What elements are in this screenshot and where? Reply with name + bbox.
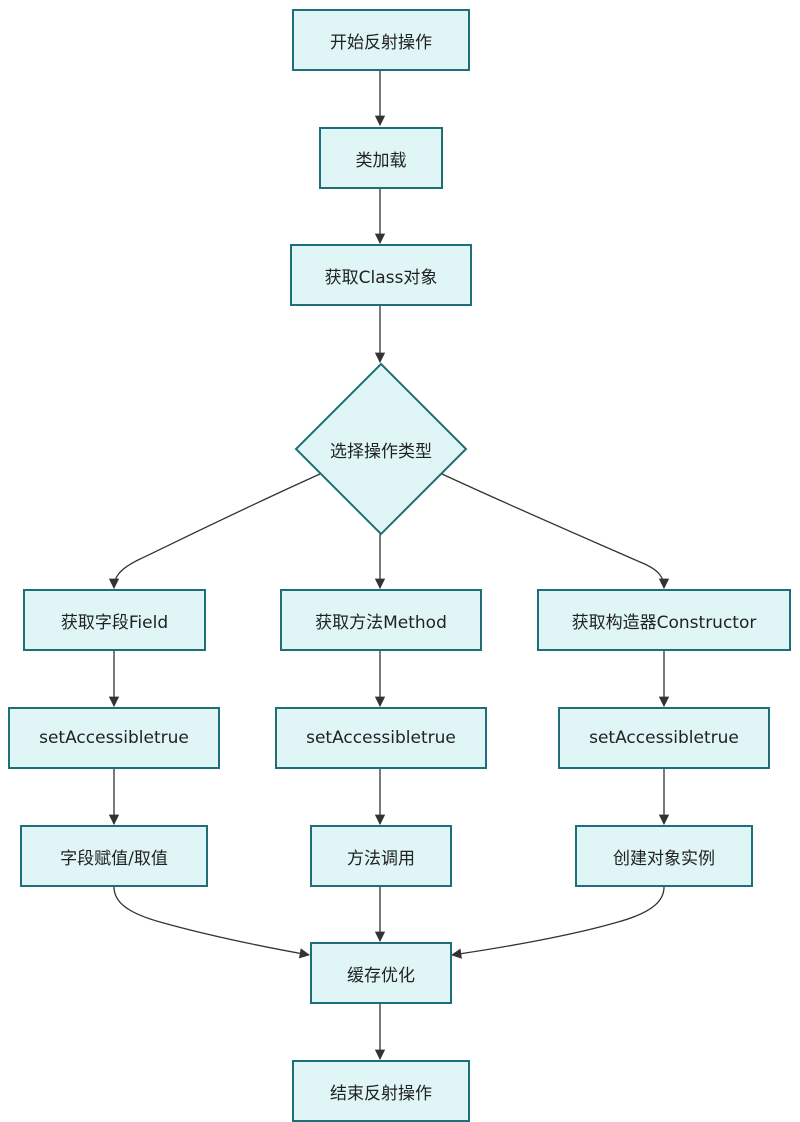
method-invoke-node: 方法调用 xyxy=(310,825,452,887)
edge-fieldaccess-to-cache xyxy=(113,886,311,959)
class-load-node: 类加载 xyxy=(319,127,443,189)
set-accessible-constructor-node: setAccessibletrue xyxy=(558,707,770,769)
set-accessible-method-node: setAccessibletrue xyxy=(275,707,487,769)
edge-decision-to-field xyxy=(108,473,321,590)
field-access-node: 字段赋值/取值 xyxy=(20,825,208,887)
end-node: 结束反射操作 xyxy=(292,1060,470,1122)
get-constructor-node: 获取构造器Constructor xyxy=(537,589,791,651)
create-instance-node: 创建对象实例 xyxy=(575,825,753,887)
edge-createinstance-to-cache xyxy=(450,886,665,959)
cache-optimization-node: 缓存优化 xyxy=(310,942,452,1004)
get-method-node: 获取方法Method xyxy=(280,589,482,651)
start-node: 开始反射操作 xyxy=(292,9,470,71)
decision-label: 选择操作类型 xyxy=(330,441,432,462)
edge-decision-to-constructor xyxy=(441,473,670,590)
get-field-node: 获取字段Field xyxy=(23,589,206,651)
get-class-node: 获取Class对象 xyxy=(290,244,472,306)
set-accessible-field-node: setAccessibletrue xyxy=(8,707,220,769)
decision-diamond xyxy=(294,362,468,536)
